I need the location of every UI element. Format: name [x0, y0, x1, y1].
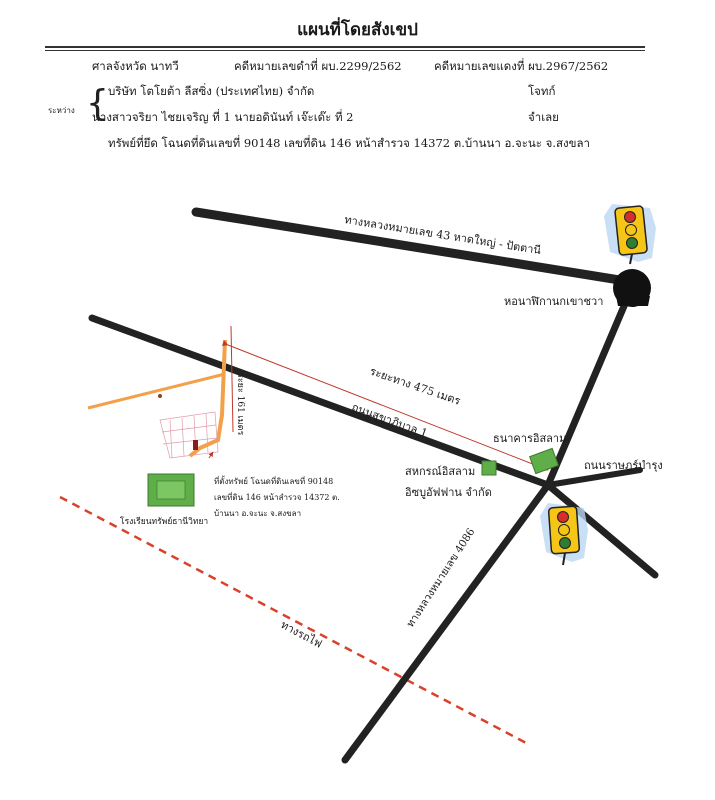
- plaintiff-role: โจทก์: [528, 84, 556, 98]
- defendant-names: นางสาวจริยา ไชยเจริญ ที่ 1 นายอดินันท์ เ…: [92, 110, 354, 124]
- defendant-role: จำเลย: [528, 110, 559, 124]
- seized-property: ทรัพย์ที่ยึด โฉนดที่ดินเลขที่ 90148 เลขท…: [108, 136, 591, 150]
- islamic-bank-label: ธนาคารอิสลาม: [493, 432, 566, 445]
- plaintiff-name: บริษัท โตโยต้า ลีสซิ่ง (ประเทศไทย) จำกัด: [108, 84, 315, 98]
- side-distance-line: [230, 325, 234, 433]
- clock-tower-label: หอนาฬิกานกเขาชวา: [504, 295, 603, 308]
- coop-building-icon: [481, 460, 497, 476]
- title-rule-bottom: [45, 50, 645, 51]
- distance-label: ระยะทาง 475 เมตร: [368, 365, 462, 408]
- railway-line: [59, 495, 531, 747]
- property-marker: [193, 440, 198, 450]
- access-road-west: [87, 372, 226, 410]
- bank-building-icon: [529, 447, 559, 475]
- highway-4086-road: [341, 481, 552, 764]
- black-case-number: คดีหมายเลขดำที่ ผบ.2299/2562: [234, 59, 402, 73]
- ratburana-label: ถนนราษฎร์บำรุง: [584, 459, 663, 472]
- coop-label: สหกรณ์อิสลาม: [405, 465, 475, 478]
- ratburana-road: [545, 467, 643, 488]
- land-plots: [159, 411, 219, 459]
- school-label: โรงเรียนทรัพย์ธานีวิทยา: [120, 516, 208, 527]
- title-rule-top: [45, 46, 645, 48]
- between-label: ระหว่าง: [48, 106, 75, 115]
- brace-icon: {: [86, 83, 109, 124]
- property-label-line2: เลขที่ดิน 146 หน้าสำรวจ 14372 ต.: [214, 491, 340, 502]
- distance-arrow: [221, 340, 549, 471]
- court-name: ศาลจังหวัด นาทวี: [92, 59, 179, 73]
- property-label-line1: ที่ตั้งทรัพย์ โฉนดที่ดินเลขที่ 90148: [214, 475, 333, 486]
- traffic-light-icon: [540, 503, 588, 566]
- traffic-light-icon: [604, 204, 656, 265]
- clock-tower-road: [544, 288, 634, 489]
- highway-4086-label: ทางหลวงหมายเลข 4086: [404, 526, 477, 630]
- highway-43-road: [191, 207, 637, 287]
- page-title: แผนที่โดยสังเขป: [297, 20, 418, 40]
- coop-label-line2: อิซบูอัฟฟาน จำกัด: [405, 486, 492, 499]
- side-distance-label: ระยะ 161 เมตร: [235, 373, 245, 436]
- red-case-number: คดีหมายเลขแดงที่ ผบ.2967/2562: [434, 59, 609, 73]
- property-label-line3: บ้านนา อ.จะนะ จ.สงขลา: [214, 509, 301, 518]
